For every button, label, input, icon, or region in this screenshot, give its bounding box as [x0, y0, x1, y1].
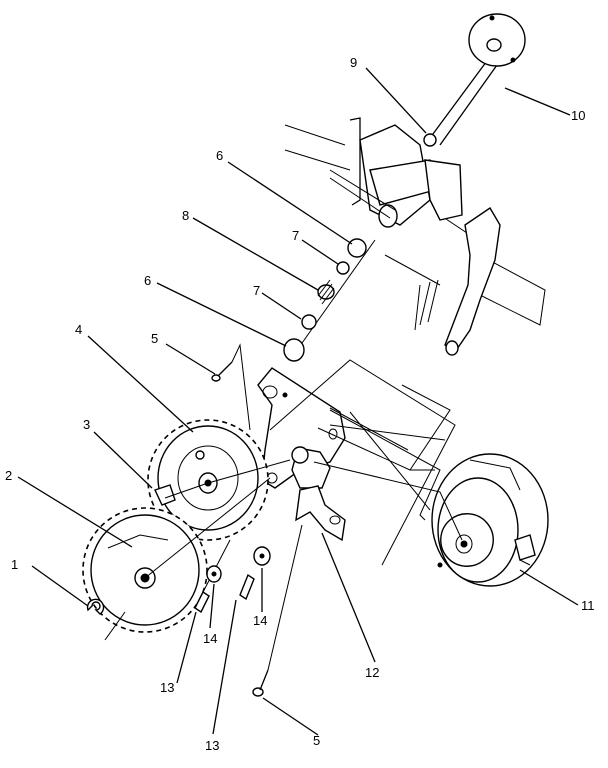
part-8-spring — [317, 279, 335, 305]
callout-14-right: 14 — [253, 613, 267, 628]
callout-labels: 1 2 3 4 5 5 6 6 7 7 8 9 10 11 12 13 13 1… — [5, 55, 595, 753]
callout-14-left: 14 — [203, 631, 217, 646]
callout-13-left: 13 — [160, 680, 174, 695]
callout-2: 2 — [5, 468, 12, 483]
assembly-guide-lines — [144, 359, 463, 579]
callout-13-lower: 13 — [205, 738, 219, 753]
callout-6-lower: 6 — [144, 273, 151, 288]
part-5-screw-lower — [252, 524, 303, 697]
callout-10: 10 — [571, 108, 585, 123]
callout-11: 11 — [581, 598, 595, 613]
part-13-screw-right — [239, 573, 255, 601]
part-11-motor — [431, 453, 549, 587]
part-5-screw-upper — [211, 343, 251, 431]
callout-12: 12 — [365, 665, 379, 680]
part-2-gear — [82, 507, 208, 641]
callout-3: 3 — [83, 417, 90, 432]
callout-1: 1 — [11, 557, 18, 572]
callout-7-lower: 7 — [253, 283, 260, 298]
callout-5-lower: 5 — [313, 733, 320, 748]
callout-6-upper: 6 — [216, 148, 223, 163]
part-14-washer-right — [253, 546, 271, 566]
part-14-washer-left — [206, 565, 222, 583]
part-4-gear — [147, 419, 269, 541]
part-3-pin — [154, 484, 176, 506]
mounting-bracket — [257, 367, 346, 542]
callout-4: 4 — [75, 322, 82, 337]
callout-7-upper: 7 — [292, 228, 299, 243]
callout-8: 8 — [182, 208, 189, 223]
chassis-frame — [284, 117, 546, 356]
shaft-assembly — [429, 13, 526, 146]
callout-9: 9 — [350, 55, 357, 70]
callout-5-upper: 5 — [151, 331, 158, 346]
leader-lines — [17, 67, 579, 736]
part-1-clip — [86, 598, 105, 615]
part-9-ring — [423, 133, 437, 147]
axis-parts-stack — [283, 238, 376, 362]
